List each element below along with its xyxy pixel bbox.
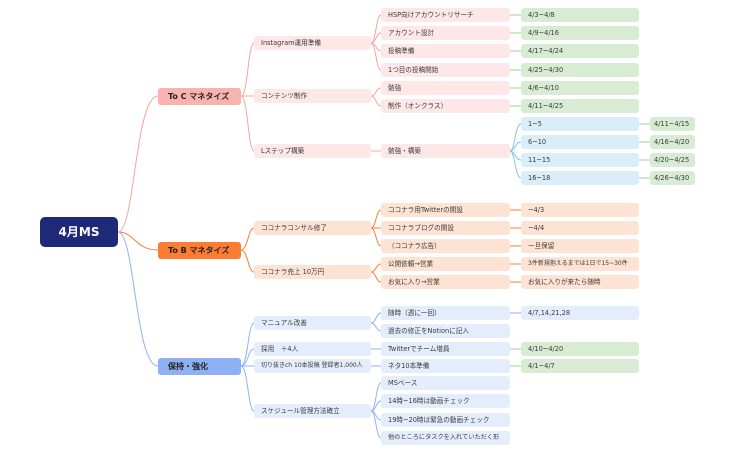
task-node[interactable]: 制作（オンクラス） <box>381 99 510 113</box>
task-node[interactable]: ネタ10本準備 <box>381 359 510 373</box>
task-node[interactable]: ココナラ用Twitterの開設 <box>381 203 510 217</box>
consul-node[interactable]: ココナラコンサル修了 <box>254 221 371 235</box>
to-c-node[interactable]: To C マネタイズ <box>158 88 241 105</box>
note-node[interactable]: ~4/3 <box>521 203 639 217</box>
note-node[interactable]: 3件新規抱えるまでは1日で15~30件 <box>521 257 639 271</box>
note-node[interactable]: お気に入りが来たら随時 <box>521 275 639 289</box>
task-node[interactable]: お気に入り→営業 <box>381 275 510 289</box>
keep-node[interactable]: 保持・強化 <box>158 358 241 375</box>
task-node[interactable]: 19時~20時は緊急の動画チェック <box>381 413 510 427</box>
root-node[interactable]: 4月MS <box>40 217 118 247</box>
note-node[interactable]: ~4/4 <box>521 221 639 235</box>
date-node[interactable]: 4/9~4/16 <box>521 26 639 40</box>
task-node[interactable]: HSP向けアカウントリサーチ <box>381 8 510 22</box>
range-node[interactable]: 1~5 <box>521 117 639 131</box>
clip-node[interactable]: 切り抜きch 10本投稿 登録者1,000人 <box>254 359 371 373</box>
task-node[interactable]: 勉強・構築 <box>381 144 510 158</box>
date-node[interactable]: 4/20~4/25 <box>650 153 695 167</box>
task-node[interactable]: 14時~16時は動画チェック <box>381 394 510 408</box>
date-node[interactable]: 4/3~4/8 <box>521 8 639 22</box>
hire-node[interactable]: 採用 ＋4人 <box>254 342 371 356</box>
date-node[interactable]: 4/16~4/20 <box>650 135 695 149</box>
to-b-node[interactable]: To B マネタイズ <box>158 242 241 259</box>
task-node[interactable]: 他のところにタスクを入れていただく形 <box>381 431 510 445</box>
manual-node[interactable]: マニュアル改善 <box>254 316 371 330</box>
date-node[interactable]: 4/6~4/10 <box>521 81 639 95</box>
date-node[interactable]: 4/10~4/20 <box>521 342 639 356</box>
task-node[interactable]: 勉強 <box>381 81 510 95</box>
date-node[interactable]: 4/26~4/30 <box>650 171 695 185</box>
note-node[interactable]: 4/7,14,21,28 <box>521 306 639 320</box>
range-node[interactable]: 16~18 <box>521 171 639 185</box>
task-node[interactable]: 随時（週に一回） <box>381 306 510 320</box>
lstep-node[interactable]: Lステップ構築 <box>254 144 371 158</box>
task-node[interactable]: ココナラブログの開設 <box>381 221 510 235</box>
task-node[interactable]: 公開依頼→営業 <box>381 257 510 271</box>
instagram-node[interactable]: Instagram運用準備 <box>254 36 371 50</box>
task-node[interactable]: 投稿準備 <box>381 44 510 58</box>
date-node[interactable]: 4/11~4/15 <box>650 117 695 131</box>
sales-node[interactable]: ココナラ売上 10万円 <box>254 265 371 279</box>
date-node[interactable]: 4/17~4/24 <box>521 44 639 58</box>
content-node[interactable]: コンテンツ制作 <box>254 89 371 103</box>
date-node[interactable]: 4/11~4/25 <box>521 99 639 113</box>
date-node[interactable]: 4/25~4/30 <box>521 63 639 77</box>
task-node[interactable]: アカウント設計 <box>381 26 510 40</box>
date-node[interactable]: 4/1~4/7 <box>521 359 639 373</box>
task-node[interactable]: 1つ目の投稿開始 <box>381 63 510 77</box>
schedule-node[interactable]: スケジュール管理方法確立 <box>254 404 371 418</box>
task-node[interactable]: Twitterでチーム増員 <box>381 342 510 356</box>
range-node[interactable]: 6~10 <box>521 135 639 149</box>
note-node[interactable]: 一旦保留 <box>521 239 639 253</box>
task-node[interactable]: 過去の修正をNotionに記入 <box>381 324 510 338</box>
task-node[interactable]: MSベース <box>381 376 510 390</box>
task-node[interactable]: （ココナラ広告） <box>381 239 510 253</box>
range-node[interactable]: 11~15 <box>521 153 639 167</box>
